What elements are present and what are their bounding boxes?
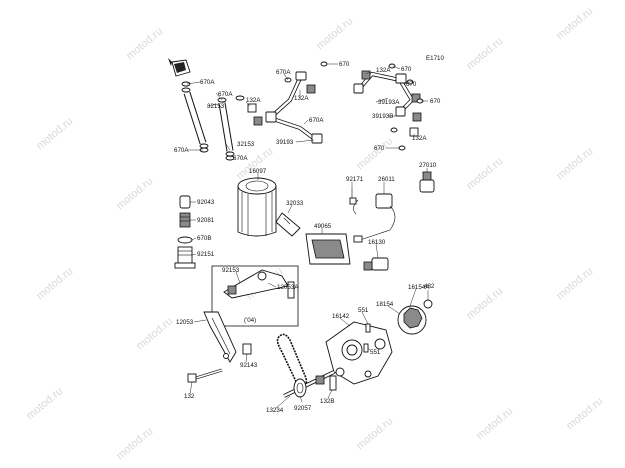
label-482: 482 xyxy=(424,283,435,290)
watermark: motod.ru xyxy=(464,155,505,192)
label-132: 132 xyxy=(184,393,195,400)
part-labels: 670A 670A 32153 670A 670A 32153 132A 670… xyxy=(174,61,441,414)
bolt-132b xyxy=(329,375,337,391)
label-92153: 92153 xyxy=(222,267,240,274)
label-670a: 670A xyxy=(200,79,215,86)
oil-pump xyxy=(325,321,393,385)
label-32153: 32153 xyxy=(237,141,255,148)
pipe-connector xyxy=(275,212,301,237)
chain-guide xyxy=(203,311,237,363)
watermark: motod.ru xyxy=(554,265,595,302)
label-27010: 27010 xyxy=(419,162,437,169)
label-670a: 670A xyxy=(218,91,233,98)
watermark: motod.ru xyxy=(554,5,595,42)
label-16097: 16097 xyxy=(249,168,267,175)
oil-temp-sensor xyxy=(353,193,396,243)
label-551: 551 xyxy=(358,307,369,314)
watermark: motod.ru xyxy=(464,35,505,72)
label-132b: 132B xyxy=(320,398,334,405)
label-39193b: 39193B xyxy=(372,113,393,120)
label-670: 670 xyxy=(406,81,417,88)
clamp-92171 xyxy=(349,188,357,205)
fitting-16130 xyxy=(363,257,389,271)
label-670: 670 xyxy=(430,98,441,105)
oil-screen xyxy=(305,233,351,265)
pump-shaft xyxy=(283,370,335,398)
label-132a: 132A xyxy=(294,95,309,102)
watermark: motod.ru xyxy=(114,175,155,212)
watermark: motod.ru xyxy=(474,405,515,442)
front-direction-arrow-icon xyxy=(168,58,191,77)
label-132a: 132A xyxy=(412,135,427,142)
label-26011: 26011 xyxy=(378,176,395,183)
bolt-132a xyxy=(247,103,419,137)
o-rings-670a xyxy=(181,81,245,161)
collar-92143 xyxy=(242,343,252,355)
label-32153: 32153 xyxy=(207,103,225,110)
pump-rotor xyxy=(397,299,433,335)
watermark: motod.ru xyxy=(134,315,175,352)
label-670b: 670B xyxy=(197,235,211,242)
watermark: motod.ru xyxy=(124,25,165,62)
label-92057: 92057 xyxy=(294,405,312,412)
label-12053a: 12053A xyxy=(277,284,299,291)
watermark: motod.ru xyxy=(464,285,505,322)
label-670: 670 xyxy=(401,66,412,73)
label-16142: 16142 xyxy=(332,313,350,320)
label-670a: 670A xyxy=(233,155,248,162)
oil-pipe-left xyxy=(181,87,209,149)
label-92143: 92143 xyxy=(240,362,258,369)
oil-filter xyxy=(237,177,277,237)
watermark: motod.ru xyxy=(354,135,395,172)
oil-pipe-39193 xyxy=(253,61,328,144)
label-04: ('04) xyxy=(244,317,256,324)
relief-valve-stack xyxy=(174,195,196,269)
label-39193a: 39193A xyxy=(378,99,400,106)
watermark: motod.ru xyxy=(354,415,395,452)
watermark: motod.ru xyxy=(34,115,75,152)
label-92171: 92171 xyxy=(346,176,364,183)
label-92043: 92043 xyxy=(197,199,215,206)
label-16154a: 16154A xyxy=(408,284,430,291)
label-551: 551 xyxy=(370,349,381,356)
oil-pressure-switch xyxy=(419,171,435,193)
watermark: motod.ru xyxy=(554,145,595,182)
watermark: motod.ru xyxy=(314,15,355,52)
label-49065: 49065 xyxy=(314,223,332,230)
label-670a: 670A xyxy=(276,69,291,76)
label-670a: 670A xyxy=(309,117,324,124)
bolt-132 xyxy=(187,368,223,383)
label-670: 670 xyxy=(339,61,350,68)
label-18154: 18154 xyxy=(376,301,394,308)
label-39193: 39193 xyxy=(276,139,294,146)
oil-pipe-39193a xyxy=(353,63,424,151)
watermark: motod.ru xyxy=(34,265,75,302)
label-16130: 16130 xyxy=(368,239,386,246)
leader-lines xyxy=(186,63,429,409)
watermark: motod.ru xyxy=(234,145,275,182)
label-13234: 13234 xyxy=(266,407,284,414)
inset-box xyxy=(211,265,299,327)
label-670: 670 xyxy=(374,145,385,152)
watermark: motod.ru xyxy=(24,385,65,422)
label-92081: 92081 xyxy=(197,217,215,224)
label-92151: 92151 xyxy=(197,251,215,258)
label-670a: 670A xyxy=(174,147,189,154)
label-12053: 12053 xyxy=(176,319,194,326)
label-32033: 32033 xyxy=(286,200,304,207)
label-132a: 132A xyxy=(376,67,391,74)
label-132a: 132A xyxy=(246,97,261,104)
watermark: motod.ru xyxy=(564,395,605,432)
watermark: motod.ru xyxy=(114,425,155,462)
diagram-code: E1710 xyxy=(426,55,444,62)
